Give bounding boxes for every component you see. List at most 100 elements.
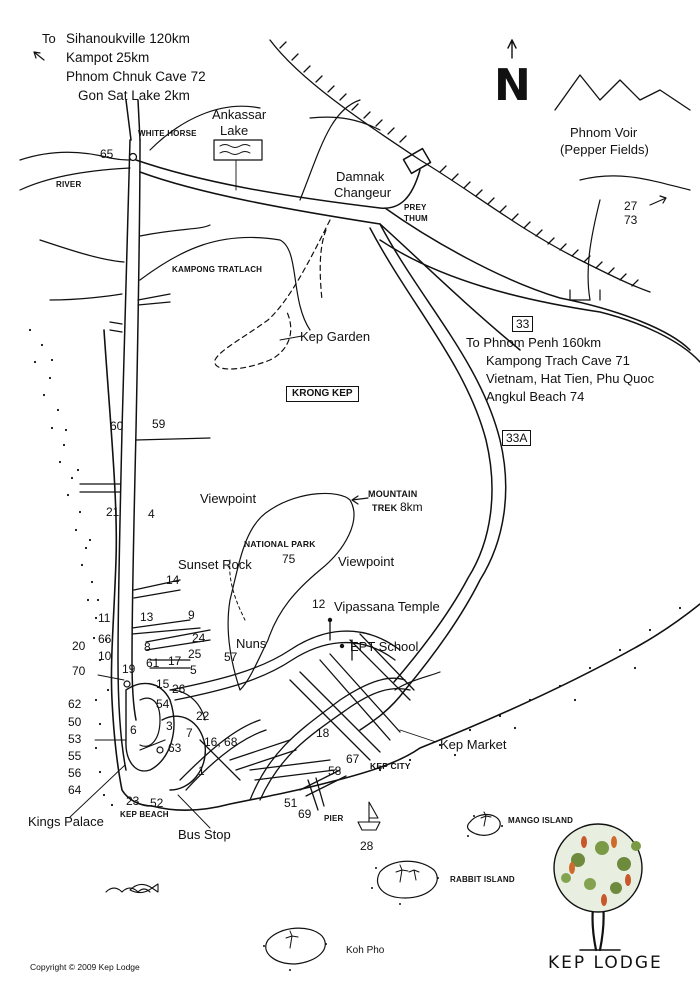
num-51: 51 <box>284 796 298 810</box>
sailboat-icon <box>357 801 381 831</box>
ept-school-label: EPT School <box>350 639 419 654</box>
kep-lodge-tree-logo <box>553 823 643 952</box>
num-24: 24 <box>192 631 206 645</box>
kep-market-label: Kep Market <box>440 737 507 752</box>
kep-lodge-logo-text: KEP LODGE <box>548 953 663 973</box>
white-horse-label: WHITE HORSE <box>138 129 197 138</box>
road-33a-shield: 33A <box>502 430 532 446</box>
islands <box>265 813 501 965</box>
koh-pho-label: Koh Pho <box>346 945 385 956</box>
mango-island-label: MANGO ISLAND <box>508 816 574 825</box>
num-1: 1 <box>198 764 205 778</box>
prey-label: PREY <box>404 203 427 212</box>
num-11: 11 <box>98 611 111 625</box>
num-7: 7 <box>186 726 193 740</box>
num-22: 22 <box>196 709 210 723</box>
num-52: 52 <box>150 796 164 810</box>
num-59: 59 <box>152 417 166 431</box>
num-67: 67 <box>346 752 360 766</box>
kep-city-label: KEP CITY <box>370 761 411 771</box>
kings-palace-label: Kings Palace <box>28 814 104 829</box>
vipassana-label: Vipassana Temple <box>334 599 440 614</box>
num-15: 15 <box>156 677 170 691</box>
num-8: 8 <box>144 640 151 654</box>
dest-gon-sat: Gon Sat Lake 2km <box>78 88 190 103</box>
national-park-label: NATIONAL PARK <box>244 539 316 549</box>
north-letter: N <box>494 60 531 111</box>
num-65: 65 <box>100 147 114 161</box>
num-4: 4 <box>148 507 155 521</box>
num-17: 17 <box>168 654 182 668</box>
dest-phnom-chnuk: Phnom Chnuk Cave 72 <box>66 69 206 84</box>
phnom-voir: Phnom Voir <box>570 125 638 140</box>
num-3: 3 <box>166 719 173 733</box>
pepper-fields: (Pepper Fields) <box>560 142 649 157</box>
changeur-label: Changeur <box>334 185 392 200</box>
kampong-tratlach-label: KAMPONG TRATLACH <box>172 265 263 274</box>
num-12: 12 <box>312 597 326 611</box>
markers <box>123 152 345 754</box>
num-62: 62 <box>68 697 82 711</box>
fish-icon <box>105 883 159 894</box>
trek-distance: 8km <box>400 500 423 514</box>
num-50: 50 <box>68 715 82 729</box>
num-9: 9 <box>188 608 195 622</box>
bus-stop-label: Bus Stop <box>178 827 231 842</box>
num-60: 60 <box>110 419 124 433</box>
coastline-dots <box>28 328 114 807</box>
num-13: 13 <box>140 610 154 624</box>
dest-kampot: Kampot 25km <box>66 50 150 65</box>
num-53: 53 <box>68 732 82 746</box>
pier-label: PIER <box>324 814 344 823</box>
lake-label: Lake <box>220 123 249 138</box>
num-61: 61 <box>146 656 160 670</box>
num-6: 6 <box>130 723 137 737</box>
num-54: 54 <box>156 697 170 711</box>
damnak-label: Damnak <box>336 169 385 184</box>
num-16-68: 16, 68 <box>204 735 238 749</box>
num-23: 23 <box>126 794 140 808</box>
viewpoint-north: Viewpoint <box>200 491 257 506</box>
num-21: 21 <box>106 505 120 519</box>
num-10: 10 <box>98 649 112 663</box>
num-58: 58 <box>328 764 342 778</box>
dest-vietnam: Vietnam, Hat Tien, Phu Quoc <box>486 371 655 386</box>
rabbit-island-label: RABBIT ISLAND <box>450 875 515 884</box>
dest-angkul: Angkul Beach 74 <box>486 389 585 404</box>
num-70: 70 <box>72 664 86 678</box>
viewpoint-south: Viewpoint <box>338 554 395 569</box>
num-75: 75 <box>282 552 296 566</box>
num-57: 57 <box>224 650 238 664</box>
num-26: 26 <box>172 682 186 696</box>
num-55: 55 <box>68 749 82 763</box>
leader-lines <box>69 159 437 829</box>
num-18: 18 <box>316 726 330 740</box>
town-roads <box>169 619 415 811</box>
dest-kampong-trach: Kampong Trach Cave 71 <box>486 353 630 368</box>
kep-beach-label: KEP BEACH <box>120 810 169 819</box>
to-label: To <box>42 31 56 46</box>
num-20: 20 <box>72 639 86 653</box>
ankassar-label: Ankassar <box>212 107 267 122</box>
trek-label: TREK <box>372 503 398 513</box>
nuns-label: Nuns <box>236 636 267 651</box>
num-64: 64 <box>68 783 82 797</box>
num-56: 56 <box>68 766 82 780</box>
kep-garden-label: Kep Garden <box>300 329 371 344</box>
num-19: 19 <box>122 662 136 676</box>
sunset-rock-label: Sunset Rock <box>178 557 252 572</box>
dest-phnom-penh: To Phnom Penh 160km <box>466 335 602 350</box>
river-label: RIVER <box>56 180 82 189</box>
num-66: 66 <box>98 632 112 646</box>
num-69: 69 <box>298 807 312 821</box>
krong-kep-label: KRONG KEP <box>286 386 359 402</box>
dest-sihanoukville: Sihanoukville 120km <box>66 31 190 46</box>
copyright: Copyright © 2009 Kep Lodge <box>30 962 140 972</box>
palm-tree-icons <box>285 811 492 949</box>
mountain-label: MOUNTAIN <box>368 489 418 499</box>
num-63: 63 <box>168 741 182 755</box>
station-box <box>402 147 432 175</box>
num-25: 25 <box>188 647 202 661</box>
